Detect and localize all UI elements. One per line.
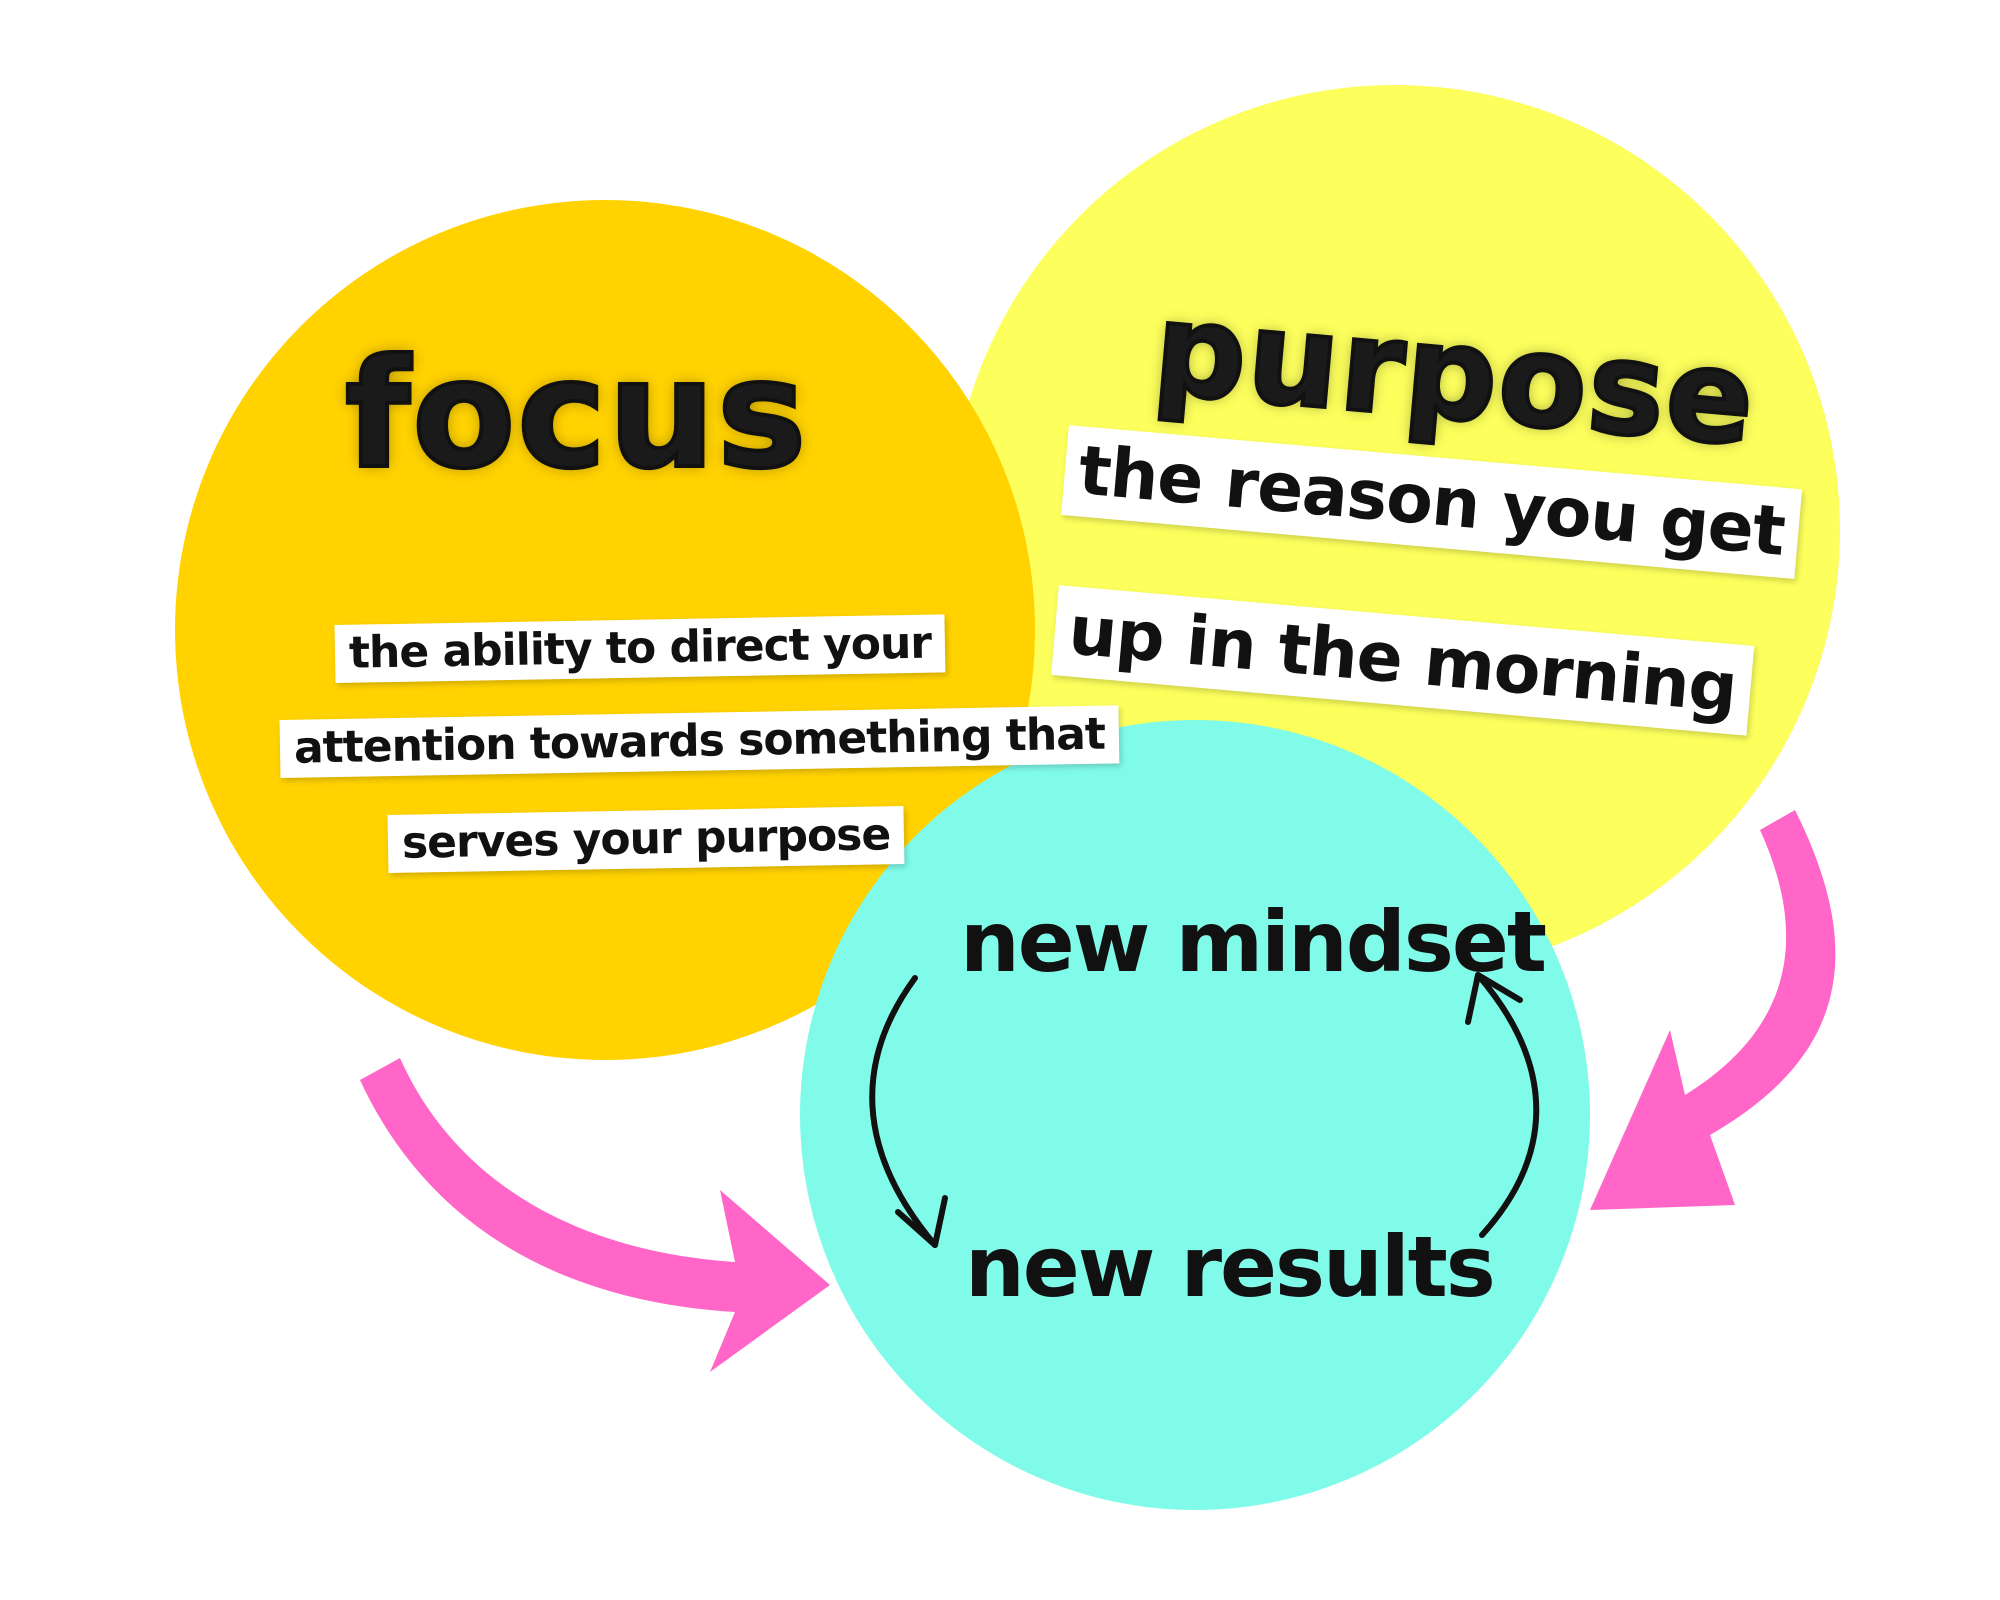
cycle-arrow-left-head: [895, 1195, 948, 1248]
cycle-arrow-left: [869, 975, 938, 1248]
focus-definition-line-1: the ability to direct your: [334, 614, 946, 683]
cycle-top-label: new mindset: [960, 893, 1547, 991]
focus-definition-line-3: serves your purpose: [387, 805, 905, 873]
focus-title: focus: [343, 328, 809, 502]
cycle-arrow-right-head: [1465, 972, 1523, 1025]
left-pink-arrow: [360, 1058, 830, 1372]
right-pink-arrow: [1590, 810, 1836, 1210]
cycle-circle: [800, 720, 1590, 1510]
cycle-bottom-label: new results: [965, 1218, 1496, 1316]
cycle-arrow-right: [1475, 972, 1540, 1238]
